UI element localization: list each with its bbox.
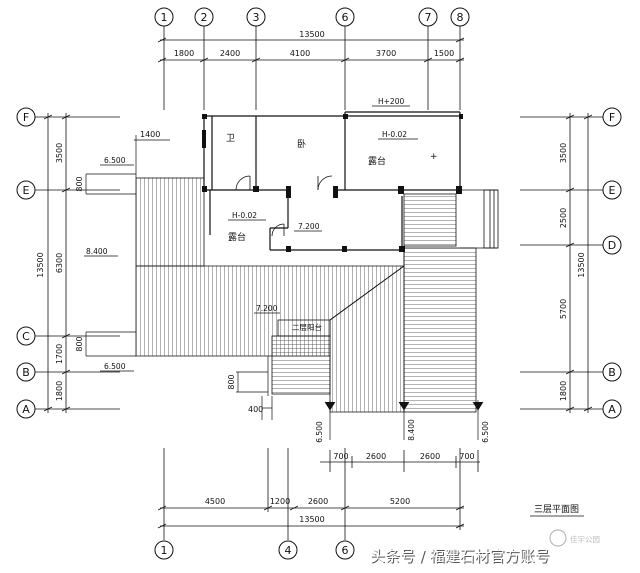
bottom-dimension-lines <box>157 448 465 540</box>
dim-right-seg: 3500 <box>559 143 568 163</box>
watermark-caption: 头条号 / 福建石材官方账号 <box>370 547 550 565</box>
top-dimension-lines <box>157 37 465 63</box>
dim-bottom-total: 13500 <box>299 515 324 524</box>
room-label-terrace-mid: 露台 <box>228 231 246 243</box>
dim-left-total: 13500 <box>36 252 45 277</box>
room-label-bedroom: 卧 <box>297 138 306 150</box>
dim-left-seg: 1800 <box>55 381 64 401</box>
dim-left-small-top: 800 <box>75 176 84 191</box>
dim-bottom-seg: 4500 <box>205 497 225 506</box>
axis-label-top: 3 <box>253 11 260 24</box>
left-small-dims <box>85 173 136 357</box>
axis-label-left: B <box>22 366 30 379</box>
axis-label-top: 1 <box>161 11 168 24</box>
dim-right-seg: 5700 <box>559 299 568 319</box>
bottom-elev-leaders <box>324 400 484 440</box>
stair-lower-frame <box>277 319 331 337</box>
elev-6500-top: 6.500 <box>104 156 126 165</box>
roof-hatch-right <box>403 247 477 413</box>
dim-top-seg: 4100 <box>290 49 310 58</box>
dim-step: 700 <box>459 452 474 461</box>
axis-label-left: C <box>22 330 30 343</box>
dim-top-total: 13500 <box>299 30 324 39</box>
axis-label-left: A <box>22 403 30 416</box>
dim-left-seg: 1700 <box>55 344 64 364</box>
dim-right-seg: 2500 <box>559 208 568 228</box>
elev-h-minus-mid: H-0.02 <box>232 211 257 220</box>
canopy-dim <box>134 135 170 178</box>
axis-label-right: F <box>609 111 615 124</box>
dim-right-total: 13500 <box>577 252 586 277</box>
elev-h-minus-top: H-0.02 <box>382 130 407 139</box>
right-axis-leaders <box>520 113 603 413</box>
watermark-logo-text: 佳宇公园 <box>570 534 600 544</box>
axis-label-right: A <box>608 403 616 416</box>
front-step-dims <box>236 356 273 420</box>
right-bay <box>460 189 499 249</box>
dim-bottom-seg: 2600 <box>308 497 328 506</box>
axis-label-bottom: 1 <box>161 544 168 557</box>
room-label-wc: 卫 <box>226 134 235 144</box>
dim-step: 700 <box>333 452 348 461</box>
axis-label-bottom: 6 <box>342 544 349 557</box>
elev-b-8400: 8.400 <box>407 419 416 441</box>
axis-label-right: D <box>608 239 616 252</box>
dim-front-step-w: 400 <box>248 405 263 414</box>
dim-front-step-h: 800 <box>227 374 236 389</box>
dim-left-small-bottom: 800 <box>75 336 84 351</box>
elev-7200: 7.200 <box>298 222 320 231</box>
dim-canopy: 1400 <box>140 130 160 139</box>
dim-bottom-seg: 1200 <box>270 497 290 506</box>
axis-label-top: 8 <box>457 11 464 24</box>
wall-columns <box>202 114 463 252</box>
dim-top-seg: 3700 <box>376 49 396 58</box>
dim-left-seg: 6300 <box>55 253 64 273</box>
watermark-logo: 佳宇公园 <box>549 529 600 547</box>
dim-step: 2600 <box>420 452 440 461</box>
dim-top-seg: 2400 <box>220 49 240 58</box>
axis-label-right: E <box>609 184 616 197</box>
dim-bottom-seg: 5200 <box>390 497 410 506</box>
elev-7200-low: 7.200 <box>256 304 278 313</box>
dim-top-seg: 1800 <box>174 49 194 58</box>
bottom-step-dims <box>320 450 480 472</box>
elev-h-plus-200: H+200 <box>378 97 404 106</box>
axis-label-top: 6 <box>342 11 349 24</box>
bottom-axis-bubbles <box>154 540 355 560</box>
axis-label-left: F <box>23 111 29 124</box>
dim-step: 2600 <box>366 452 386 461</box>
roof-hatch-left-upper <box>135 177 205 267</box>
dim-left-seg: 3500 <box>55 143 64 163</box>
elev-b-6500-2: 6.500 <box>481 421 490 443</box>
stair-note: 二层阳台 <box>292 322 322 332</box>
stair-lower <box>271 335 331 395</box>
dim-right-seg: 1800 <box>559 381 568 401</box>
watermark-caption-shadow: 头条号 / 福建石材官方账号 <box>371 548 551 566</box>
elev-8400: 8.400 <box>86 247 108 256</box>
axis-label-left: E <box>23 184 30 197</box>
axis-label-top: 2 <box>201 11 208 24</box>
left-axis-leaders <box>35 113 120 413</box>
elev-b-6500: 6.500 <box>315 421 324 443</box>
door-swings <box>235 175 333 237</box>
axis-label-bottom: 4 <box>285 544 292 557</box>
axis-label-top: 7 <box>425 11 432 24</box>
room-label-terrace-top: 露台 <box>368 155 386 167</box>
dim-top-seg: 1500 <box>434 49 454 58</box>
stair-right-top <box>403 193 457 247</box>
axis-label-right: B <box>608 366 616 379</box>
center-cross: + <box>430 152 438 162</box>
elev-6500-mid: 6.500 <box>104 362 126 371</box>
drawing-title: 三层平面图 <box>534 504 579 515</box>
